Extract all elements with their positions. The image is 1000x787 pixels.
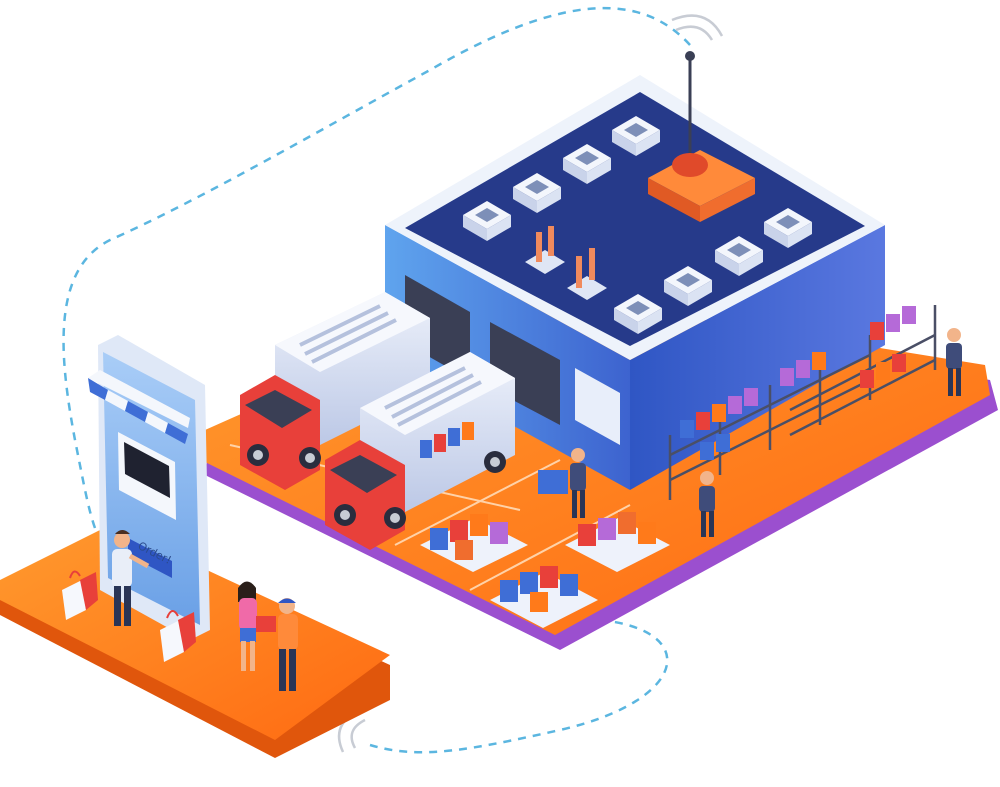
store-awning (88, 370, 190, 444)
customer-woman (238, 581, 257, 671)
box-icon (565, 512, 670, 572)
worker-figure (538, 448, 586, 518)
worker-figure (699, 471, 715, 537)
box-icon (420, 514, 528, 572)
antenna-icon (648, 51, 755, 222)
box-icon (490, 566, 598, 628)
delivery-courier (256, 598, 298, 691)
storage-racks (668, 305, 937, 500)
wifi-signal-icon (671, 14, 724, 41)
shopping-bag-icon (62, 570, 98, 620)
worker-figure (946, 328, 962, 396)
shopping-bag-icon (160, 610, 196, 662)
dashed-connection-line-bottom (369, 618, 669, 754)
roof-vents (463, 116, 812, 334)
delivery-truck-front (325, 352, 515, 550)
customer-man (112, 530, 150, 626)
dashed-connection-line (62, 6, 691, 541)
roof-pipes (525, 226, 607, 300)
